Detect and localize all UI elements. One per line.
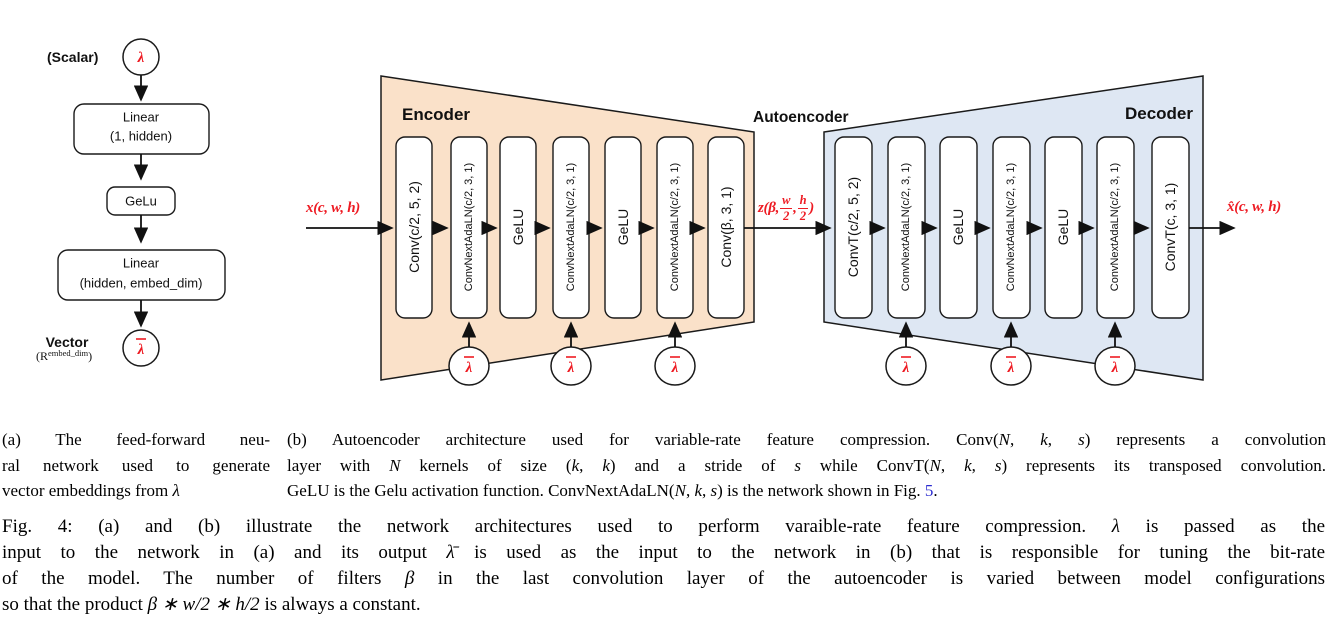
decoder-block-label: ConvT(c/2, 5, 2) xyxy=(845,177,861,277)
fig5-link[interactable]: 5 xyxy=(924,481,934,500)
decoder-label: Decoder xyxy=(1125,104,1193,123)
vector-space-label: (Rembed_dim) xyxy=(36,348,92,363)
autoencoder-diagram: Encoder Autoencoder Decoder Conv(c/2, 5,… xyxy=(306,75,1236,386)
lambda-input-node xyxy=(122,38,160,76)
linear2-dims: (hidden, embed_dim) xyxy=(80,276,203,291)
latent-comma: , xyxy=(793,199,797,216)
lambda-bar-symbol: λ xyxy=(902,360,910,376)
decoder-block-label: GeLU xyxy=(950,209,966,246)
linear2-label: Linear xyxy=(123,256,160,271)
scalar-label: (Scalar) xyxy=(47,49,98,65)
caption-a-line: (a) The feed-forward neu- xyxy=(2,430,270,449)
figure-caption: Fig. 4: (a) and (b) illustrate the netwo… xyxy=(2,514,1325,618)
encoder-block-label: ConvNextAdaLN(c/2, 3, 1) xyxy=(463,163,475,291)
lambda-bar-symbol: λ xyxy=(1007,360,1015,376)
latent-close: ) xyxy=(809,199,814,216)
caption-b-line: layer with N kernels of size (k, k) and … xyxy=(287,455,1327,475)
vector-label: Vector xyxy=(46,334,89,350)
figure-caption-line: input to the network in (a) and its outp… xyxy=(2,542,1325,563)
figure-caption-line: Fig. 4: (a) and (b) illustrate the netwo… xyxy=(2,516,1326,537)
encoder-label: Encoder xyxy=(402,105,470,124)
figure-caption-line: of the model. The number of filters β in… xyxy=(2,568,1325,589)
lambda-bar-output-node xyxy=(122,329,160,367)
encoder-block-label: Conv(β, 3, 1) xyxy=(718,186,734,267)
caption-b-line: (b) Autoencoder architecture used for va… xyxy=(287,430,1327,449)
output-tensor-label: x̂(c, w, h) xyxy=(1227,199,1281,215)
caption-a-line: vector embeddings from λ xyxy=(2,481,180,500)
encoder-block-label: Conv(c/2, 5, 2) xyxy=(406,181,422,273)
lambda-bar-symbol: λ xyxy=(567,360,575,376)
lambda-bar-symbol: λ xyxy=(1111,360,1119,376)
encoder-block-label: GeLU xyxy=(615,209,631,246)
latent-prefix: z(β, xyxy=(758,199,780,216)
decoder-block-label: ConvNextAdaLN(c/2, 3, 1) xyxy=(1109,163,1121,291)
lambda-bar-symbol: λ xyxy=(671,360,679,376)
decoder-block-label: ConvNextAdaLN(c/2, 3, 1) xyxy=(1005,163,1017,291)
decoder-block-label: ConvNextAdaLN(c/2, 3, 1) xyxy=(900,163,912,291)
gelu-label: GeLu xyxy=(125,194,157,209)
linear1-label: Linear xyxy=(123,110,160,125)
caption-b: (b) Autoencoder architecture used for va… xyxy=(287,427,1326,504)
feedforward-network-diagram: (Scalar) λ Linear (1, hidden) GeLu Linea… xyxy=(36,38,226,367)
lambda-bar-symbol: λ xyxy=(465,360,473,376)
input-tensor-label: x(c, w, h) xyxy=(306,200,360,216)
encoder-block-label: ConvNextAdaLN(c/2, 3, 1) xyxy=(565,163,577,291)
encoder-block-label: GeLU xyxy=(510,209,526,246)
encoder-block-label: ConvNextAdaLN(c/2, 3, 1) xyxy=(669,163,681,291)
decoder-block-label: ConvT(c, 3, 1) xyxy=(1162,183,1178,272)
lambda-bar-symbol: λ xyxy=(137,342,145,358)
figure-caption-line: so that the product β ∗ w/2 ∗ h/2 is alw… xyxy=(2,594,421,615)
linear1-dims: (1, hidden) xyxy=(110,129,172,144)
caption-a-line: ral network used to generate xyxy=(2,455,270,475)
autoencoder-label: Autoencoder xyxy=(753,109,849,126)
caption-a: (a) The feed-forward neu- ral network us… xyxy=(2,427,270,504)
caption-b-line: GeLU is the Gelu activation function. Co… xyxy=(287,481,938,500)
decoder-block-label: GeLU xyxy=(1055,209,1071,246)
lambda-symbol: λ xyxy=(137,50,145,66)
